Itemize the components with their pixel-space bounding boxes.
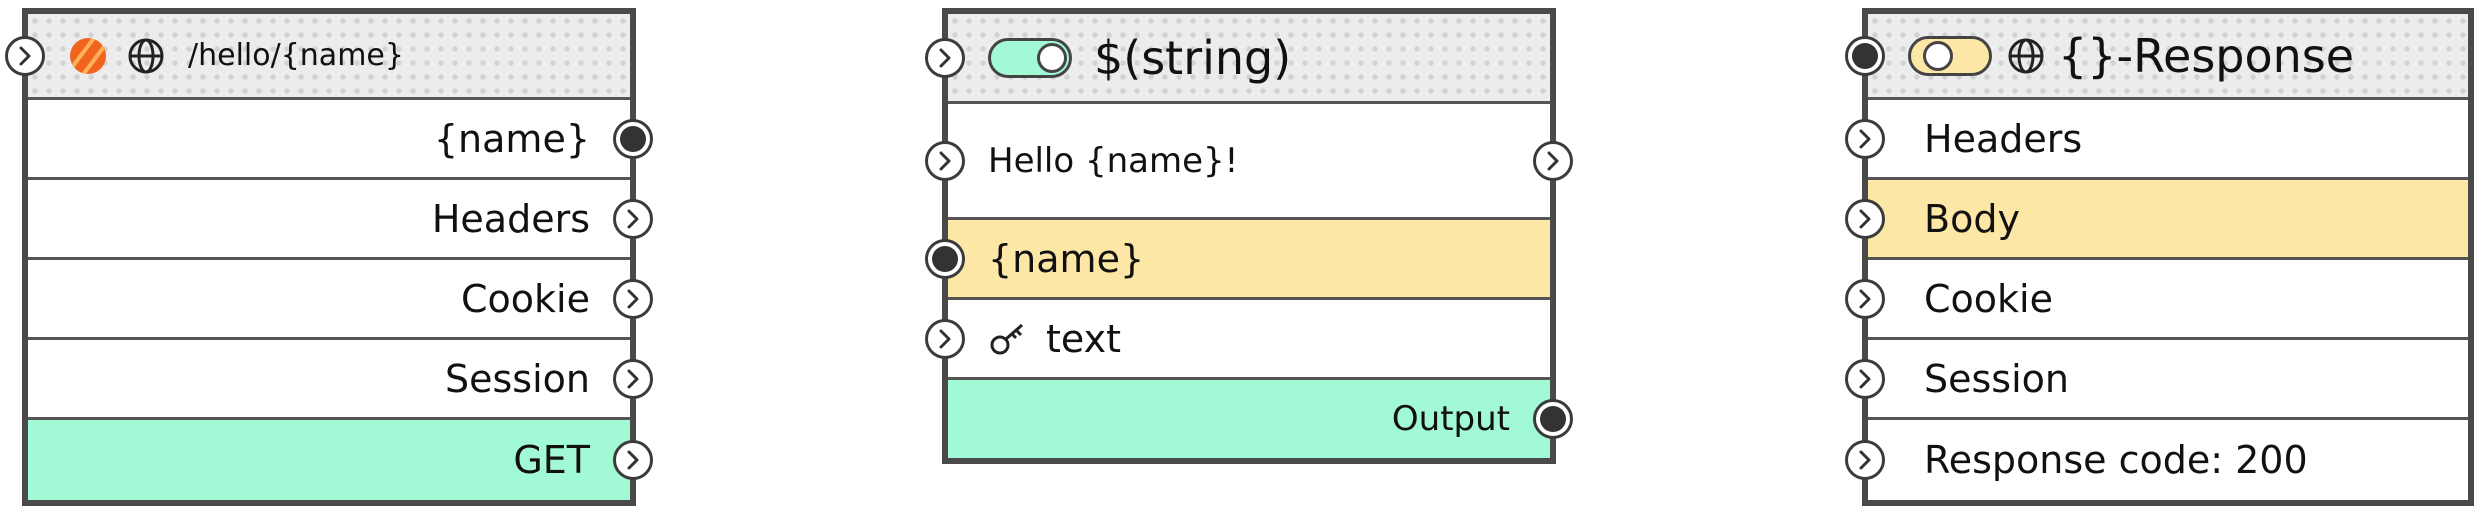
string-template-text[interactable]: Hello {name}! <box>988 140 1239 181</box>
string-template-row[interactable]: Hello {name}! <box>925 104 1573 220</box>
cookie-output-port[interactable] <box>613 278 653 319</box>
route-row-headers[interactable]: Headers <box>28 180 653 260</box>
output-port[interactable] <box>1533 399 1573 439</box>
response-toggle[interactable] <box>1908 35 1992 76</box>
body-input-port[interactable] <box>1845 198 1885 239</box>
response-row-cookie[interactable]: Cookie <box>1845 260 2468 340</box>
striped-orange-status-icon <box>68 36 108 76</box>
string-toggle[interactable] <box>988 37 1072 78</box>
text-input-port[interactable] <box>925 318 965 359</box>
route-row-method[interactable]: GET <box>28 420 653 500</box>
route-row-param[interactable]: {name} <box>28 100 653 180</box>
method-output-port[interactable] <box>613 440 653 480</box>
string-row-output[interactable]: Output <box>948 380 1573 458</box>
globe-icon <box>126 36 166 76</box>
string-input-port[interactable] <box>925 37 965 78</box>
globe-icon <box>2006 36 2046 76</box>
string-node[interactable]: $(string) Hello {name}! {name} text Outp… <box>925 8 1573 464</box>
string-node-title: $(string) <box>1094 30 1292 85</box>
response-node-header[interactable]: {}-Response <box>1845 14 2468 100</box>
route-path-title: /hello/{name} <box>188 38 404 73</box>
string-node-header[interactable]: $(string) <box>925 14 1550 104</box>
route-row-session[interactable]: Session <box>28 340 653 420</box>
response-row-session[interactable]: Session <box>1845 340 2468 420</box>
response-node-title: {}-Response <box>2058 28 2355 83</box>
cookie-input-port[interactable] <box>1845 278 1885 319</box>
headers-input-port[interactable] <box>1845 118 1885 159</box>
headers-output-port[interactable] <box>613 198 653 239</box>
response-row-headers[interactable]: Headers <box>1845 100 2468 180</box>
response-row-body[interactable]: Body <box>1845 180 2468 260</box>
route-input-port[interactable] <box>5 35 45 76</box>
key-icon <box>988 319 1028 359</box>
response-input-port[interactable] <box>1845 35 1885 76</box>
route-node[interactable]: /hello/{name} {name} Headers Cookie Sess… <box>5 8 653 506</box>
session-input-port[interactable] <box>1845 358 1885 399</box>
session-output-port[interactable] <box>613 358 653 399</box>
route-node-header[interactable]: /hello/{name} <box>5 14 630 100</box>
string-row-text[interactable]: text <box>925 300 1550 380</box>
name-input-port[interactable] <box>925 238 965 279</box>
template-output-port[interactable] <box>1533 140 1573 181</box>
response-row-code[interactable]: Response code: 200 <box>1845 420 2468 500</box>
code-input-port[interactable] <box>1845 440 1885 480</box>
route-row-cookie[interactable]: Cookie <box>28 260 653 340</box>
template-input-port[interactable] <box>925 140 965 181</box>
response-node[interactable]: {}-Response Headers Body Cookie Session … <box>1845 8 2474 506</box>
param-output-port[interactable] <box>613 118 653 159</box>
string-row-name[interactable]: {name} <box>925 220 1550 300</box>
